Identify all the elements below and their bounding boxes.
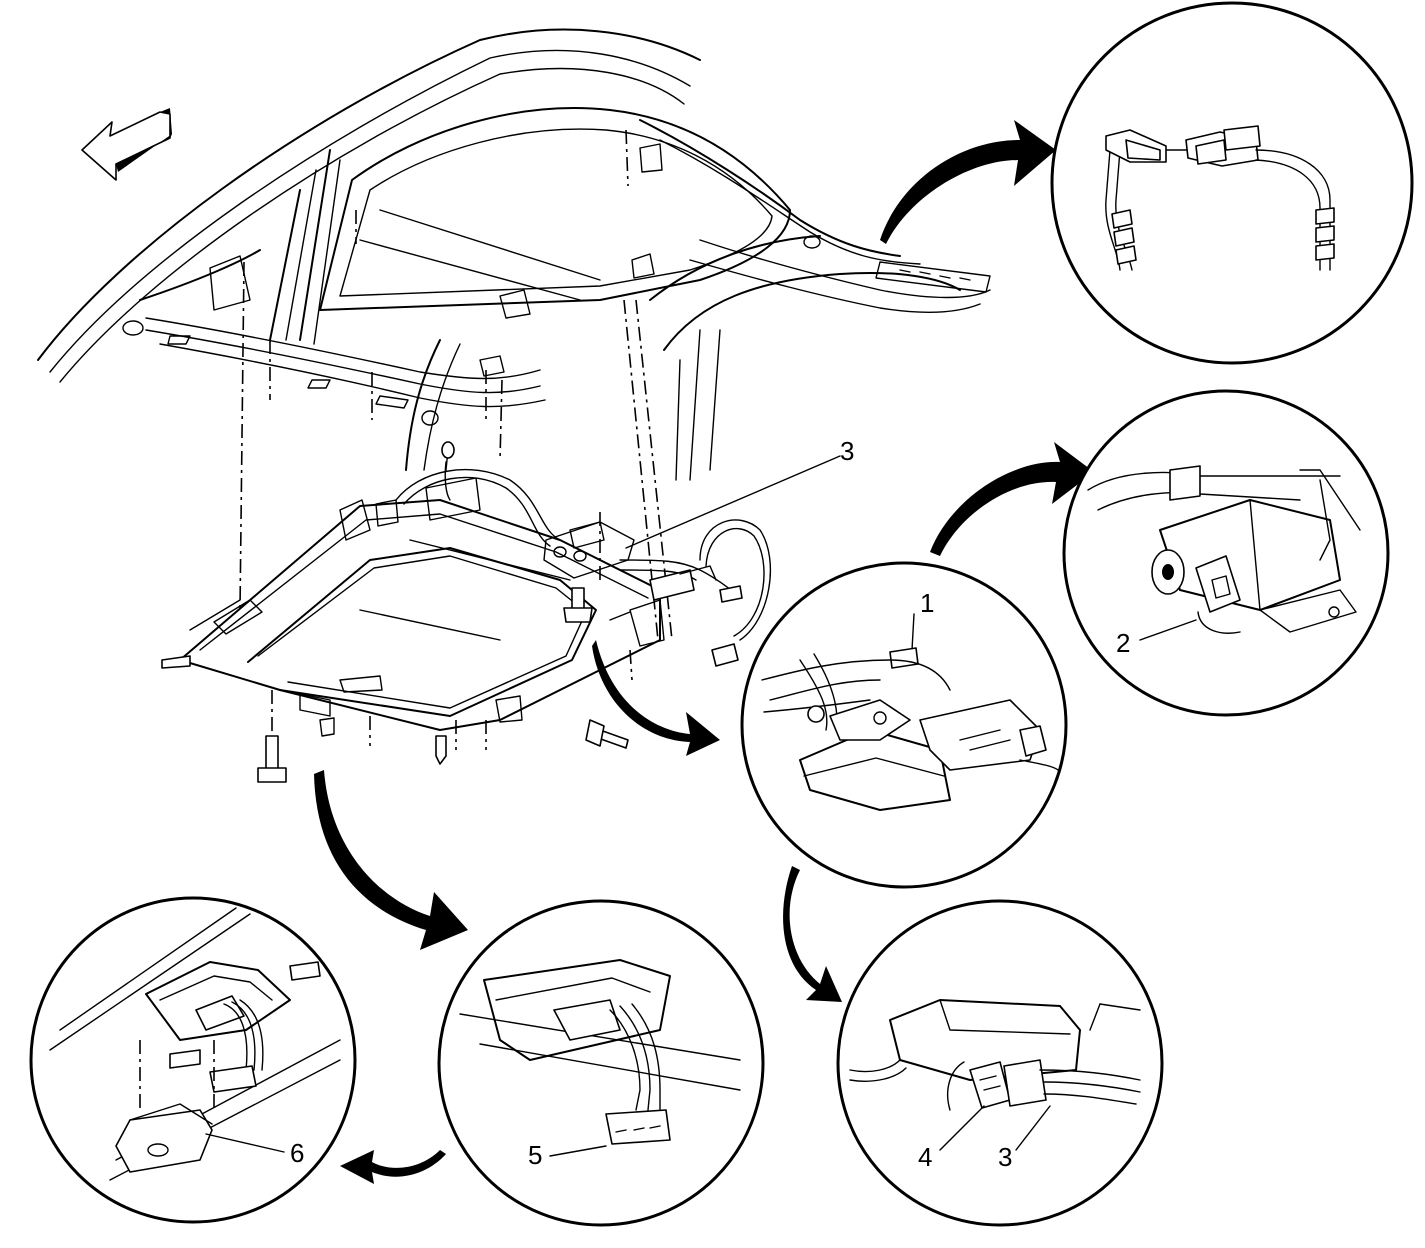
bolt-icon	[585, 719, 629, 749]
detail-switch-view	[29, 896, 357, 1224]
bolt-icon	[563, 587, 593, 623]
detail-headliner-connector-view	[437, 899, 765, 1227]
bolt-icon	[257, 735, 287, 783]
callout-2: 2	[1116, 628, 1130, 658]
detail-connectors-view	[836, 899, 1164, 1227]
pointer-arrows	[314, 120, 1094, 1184]
direction-arrow-icon	[81, 108, 172, 181]
stud-icon	[161, 655, 447, 765]
detail-motor-view	[1062, 389, 1390, 717]
callout-3-detail: 3	[998, 1142, 1012, 1172]
callout-1: 1	[920, 588, 934, 618]
detail-motor-harness-view	[740, 561, 1068, 889]
callout-5: 5	[528, 1140, 542, 1170]
callout-4: 4	[918, 1142, 932, 1172]
detail-connector-view	[1050, 1, 1414, 365]
alignment-lines	[239, 129, 673, 750]
callout-6: 6	[290, 1138, 304, 1168]
sunroof-module-frame	[161, 441, 841, 783]
roof-frame	[37, 28, 991, 481]
callout-3-main: 3	[840, 436, 854, 466]
